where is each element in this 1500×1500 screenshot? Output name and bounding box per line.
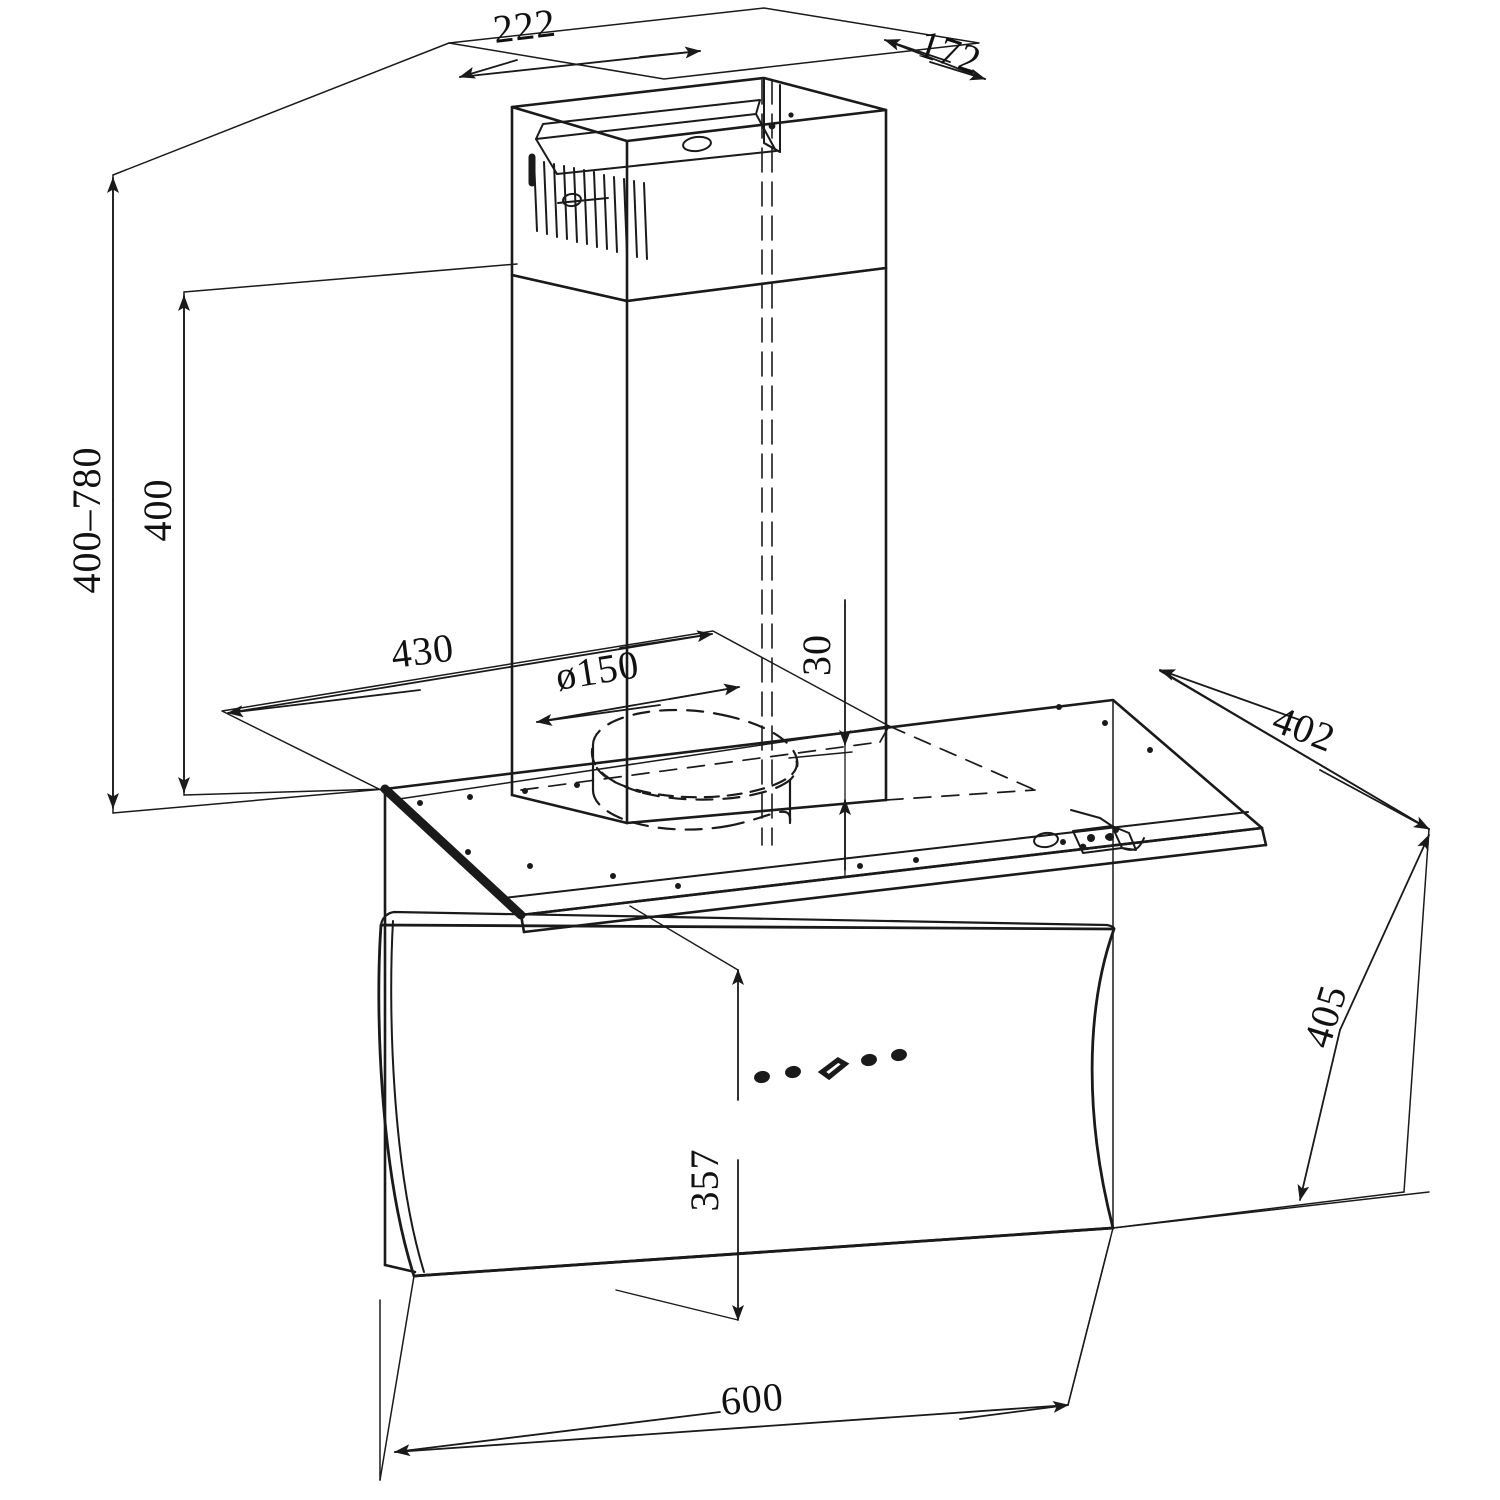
rail-bracket-arm: [1070, 809, 1101, 819]
dim-600: [394, 1400, 1069, 1457]
dim-222: [459, 46, 701, 79]
dimension-label-chimney-depth: 172: [913, 21, 987, 83]
ext-line-400-bottom: [183, 788, 386, 796]
rail-end-fitting: [1033, 809, 1145, 854]
dim-30: [788, 599, 853, 876]
projection-lines: [112, 7, 1430, 1481]
body-projection: [379, 699, 1430, 1481]
duct-centreline: [761, 79, 773, 846]
rail-hole: [1033, 831, 1059, 849]
collar-bottom-right: [726, 810, 792, 828]
canopy-rail-right-cap: [1260, 826, 1268, 847]
canopy-top-plate: [383, 698, 1264, 917]
collar-top-back: [591, 708, 725, 747]
collar-bottom-back: [591, 788, 730, 831]
rail-bracket-hook: [1121, 837, 1145, 851]
vent-louvres: [528, 153, 648, 260]
bracket-hole-right: [682, 135, 712, 153]
control-panel[interactable]: [753, 1048, 908, 1085]
dimension-label-chimney-height: 400: [135, 479, 180, 542]
canopy-rail-bottom: [522, 843, 1268, 934]
bracket-dot: [788, 112, 794, 118]
canopy-rail-left-cap: [519, 913, 526, 934]
chimney-upper: [510, 76, 888, 825]
dim-172: [884, 39, 986, 81]
ext-line-top-left: [112, 42, 450, 176]
top-reference-plane: [448, 7, 980, 80]
glass-bottom-edge: [412, 1226, 1115, 1278]
canopy-left-lip: [380, 784, 526, 920]
dimension-label-body-depth: 402: [1267, 696, 1342, 761]
dim-430: [227, 630, 713, 718]
dim-357: [615, 905, 744, 1321]
control-button-dot-3[interactable]: [860, 1053, 878, 1068]
collar-mid-ellipse: [595, 755, 798, 799]
glass-front-panel: [377, 910, 1116, 1278]
bracket-slot-upper: [535, 99, 761, 140]
chimney-bottom-left: [510, 793, 629, 825]
collar-top-front-r: [638, 778, 792, 801]
canopy-left-bottom: [383, 1263, 417, 1274]
dimension-label-glass-height: 357: [682, 1149, 727, 1212]
dim-402: [1159, 669, 1430, 830]
canopy-screws: [417, 704, 1153, 889]
canopy-rail-inner: [503, 811, 1249, 899]
chimney-section-line: [510, 266, 888, 303]
dimension-label-duct-offset: 30: [794, 634, 839, 676]
hidden-canopy-edges: [520, 725, 1036, 801]
ext-line-405: [1403, 828, 1430, 1193]
glass-top-edge: [379, 910, 1116, 931]
control-button-dot-4[interactable]: [890, 1048, 908, 1063]
control-button-square[interactable]: [817, 1057, 850, 1081]
control-button-dot-1[interactable]: [753, 1070, 771, 1085]
ext-line-400-top: [183, 263, 518, 293]
bracket-hole-left: [562, 192, 582, 208]
dimension-label-mounting-height-range: 400–780: [64, 447, 109, 594]
dimension-label-body-height: 405: [1294, 979, 1355, 1052]
glass-edge-thickness: [390, 920, 425, 1273]
chimney-top-face: [510, 76, 888, 143]
dimension-label-duct-diameter: ø150: [552, 641, 642, 699]
bracket-rail-line: [556, 150, 777, 175]
rail-bracket-up: [1099, 817, 1113, 827]
bracket-right-fold: [755, 113, 777, 152]
canopy-body: [380, 698, 1268, 1274]
duct-collar: [590, 708, 799, 831]
dimension-label-body-width: 600: [719, 1374, 786, 1424]
control-button-dot-2[interactable]: [784, 1065, 802, 1080]
dim-150: [536, 683, 740, 726]
glass-panel-outline: [377, 923, 1116, 1278]
dim-405: [1297, 834, 1430, 1201]
dimension-label-chimney-width: 222: [491, 0, 559, 52]
canopy-rail-top: [519, 826, 1264, 917]
dimension-label-canopy-depth: 430: [389, 625, 457, 677]
ext-line-bottom-left: [112, 788, 386, 814]
